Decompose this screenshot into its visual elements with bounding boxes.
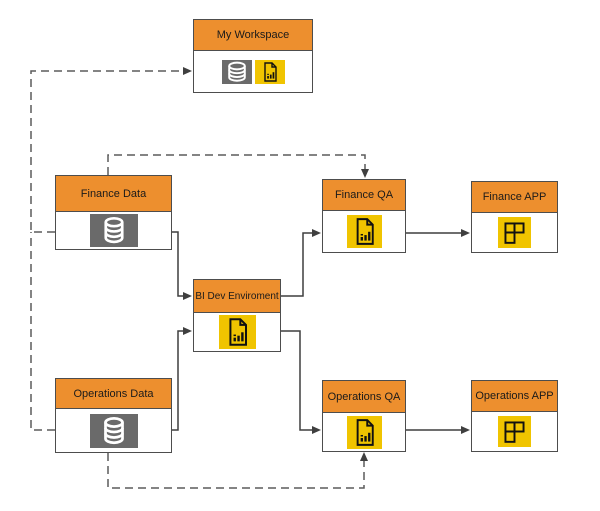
node-body [56,409,171,452]
node-body [56,212,171,249]
edge-operations-data-to-bi-dev [172,327,192,431]
edge-operations-qa-to-operations-app [406,426,470,434]
node-body [323,413,405,451]
node-title: My Workspace [194,20,312,51]
arrowhead [312,229,321,237]
edge-finance-data-to-my-workspace [30,67,192,233]
node-operations-app[interactable]: Operations APP [471,380,558,452]
edge-bi-dev-to-operations-qa [281,330,321,434]
edge-operations-data-to-my-workspace [30,232,55,431]
arrowhead [312,426,321,434]
node-title: Finance APP [472,182,557,213]
report-icon [346,215,382,248]
node-title: BI Dev Enviroment [194,280,280,313]
database-icon [89,214,138,247]
node-title: Operations QA [323,381,405,413]
app-icon [498,217,531,248]
node-body [194,313,280,351]
node-title: Operations APP [472,381,557,412]
edge-finance-data-to-bi-dev [172,231,192,300]
arrowhead [461,426,470,434]
report-icon [254,59,285,84]
node-title: Operations Data [56,379,171,409]
node-body [194,51,312,92]
node-finance-app[interactable]: Finance APP [471,181,558,253]
report-icon [218,315,256,349]
edge-bi-dev-to-finance-qa [281,229,321,297]
database-icon [221,59,252,84]
report-icon [346,415,382,449]
arrowhead [360,452,368,461]
node-body [472,412,557,451]
arrowhead [361,169,369,178]
arrowhead [183,67,192,75]
node-finance-data[interactable]: Finance Data [55,175,172,250]
node-body [472,213,557,252]
arrowhead [183,292,192,300]
node-bi-dev-enviroment[interactable]: BI Dev Enviroment [193,279,281,352]
node-body [323,211,405,252]
arrowhead [183,327,192,335]
edge-operations-data-to-operations-qa [107,452,368,489]
app-icon [498,416,531,447]
node-finance-qa[interactable]: Finance QA [322,179,406,253]
node-my-workspace[interactable]: My Workspace [193,19,313,93]
node-operations-qa[interactable]: Operations QA [322,380,406,452]
node-title: Finance QA [323,180,405,211]
arrowhead [461,229,470,237]
node-title: Finance Data [56,176,171,212]
edge-finance-data-to-finance-qa [107,154,369,178]
database-icon [89,413,138,448]
edge-finance-qa-to-finance-app [406,229,470,237]
node-operations-data[interactable]: Operations Data [55,378,172,453]
